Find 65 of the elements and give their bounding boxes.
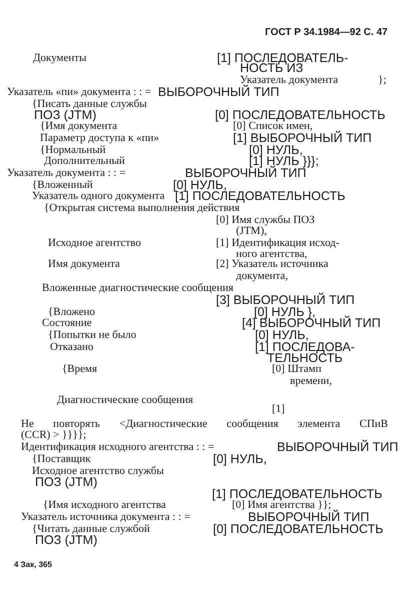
code-line: (CCR) > }}}}; (21, 430, 86, 440)
code-line: [0] ПОСЛЕДОВАТЕЛЬНОСТЬ (215, 110, 386, 120)
code-line: ТЕЛЬНОСТЬ (267, 352, 343, 364)
code-line: Дополнительный (44, 156, 125, 166)
code-line: Указатель «пи» документа : : = (7, 86, 152, 98)
code-line: [0] Список имен, (233, 120, 313, 132)
code-line: документа, (236, 270, 288, 282)
code-line: [4] ВЫБОРОЧНЫЙ ТИП (242, 318, 381, 328)
code-line: {Поставщик (32, 454, 91, 464)
code-line: Идентификация исходного агентства : : = (21, 442, 214, 452)
code-line: [1] ПОСЛЕДОВА- (255, 342, 355, 352)
code-line: Исходное агентство (48, 238, 141, 248)
code-line: [3] ВЫБОРОЧНЫЙ ТИП (216, 294, 355, 306)
code-line: ПОЗ (JTM) (35, 476, 98, 488)
code-line: ВЫБОРОЧНЫЙ ТИП (185, 168, 306, 178)
code-line: [0] Штамп (272, 364, 322, 374)
code-line: Вложенные диагностические сообщения (42, 282, 234, 294)
code-line: ПОЗ (JTM) (35, 534, 98, 546)
code-line: ного агентства, (236, 248, 308, 260)
code-line: [0] НУЛЬ, (255, 330, 309, 340)
code-line: }; (378, 74, 386, 86)
code-line: Документы (33, 52, 86, 64)
code-line: Состояние (42, 318, 92, 328)
code-line: Имя документа (48, 258, 120, 270)
code-line: (JTM), (236, 226, 267, 236)
code-line: [0] НУЛЬ, (173, 180, 227, 190)
code-line: Указатель документа : : = (7, 168, 126, 178)
page-header: ГОСТ Р 34.1984—92 С. 47 (265, 26, 388, 38)
code-line: {Открытая система выполнения действия (44, 202, 240, 214)
code-line: {Вложенный (32, 180, 93, 190)
code-line: ВЫБОРОЧНЫЙ ТИП (248, 512, 370, 522)
code-line: {Нормальный (40, 144, 106, 156)
code-line: [0] НУЛЬ, (213, 454, 267, 464)
code-line: {Попытки не было (48, 330, 136, 340)
code-line: {Имя документа (40, 120, 118, 132)
code-line: Не повторять <Диагностические сообщения элемента СПиВ (21, 418, 388, 430)
code-line: [0] Имя агентства }}; (232, 500, 332, 510)
code-line: Указатель документа (240, 74, 338, 86)
code-line: [1] ВЫБОРОЧНЫЙ ТИП (233, 132, 372, 144)
code-line: [1] ПОСЛЕДОВАТЕЛЬНОСТЬ (212, 488, 382, 500)
code-line: {Имя исходного агентства (43, 500, 166, 510)
code-line: ВЫБОРОЧНЫЙ ТИП (277, 442, 398, 452)
code-line: Указатель одного документа (32, 190, 165, 202)
code-line: времени, (290, 376, 332, 386)
code-line: Параметр доступа к «пи» (40, 132, 160, 144)
code-line: {Писать данные службы (32, 98, 147, 110)
code-line: ПОЗ (JTM) (34, 110, 96, 120)
code-line: [1] (272, 404, 285, 414)
code-line: [2] Указатель источника (216, 258, 328, 270)
code-line: [1] ПОСЛЕДОВАТЕЛЬ- (217, 52, 348, 64)
code-line: Исходное агентство службы (32, 466, 164, 476)
code-line: [1] НУЛЬ }}}; (249, 156, 319, 166)
code-line: Диагностические сообщения (57, 394, 194, 406)
code-line: [0] НУЛЬ }, (254, 306, 316, 318)
code-line: Отказано (50, 342, 94, 352)
code-line: {Читать данные службой (32, 524, 150, 534)
code-line: [0] НУЛЬ, (249, 144, 303, 156)
code-line: Указатель источника документа : : = (21, 512, 190, 522)
code-line: {Вложено (48, 306, 96, 318)
code-line: {Время (62, 364, 98, 374)
code-line: [0] Имя службы ПОЗ (216, 214, 315, 226)
code-line: [1] ПОСЛЕДОВАТЕЛЬНОСТЬ (175, 190, 346, 202)
code-line: [1] Идентификация исход- (216, 238, 340, 248)
page-footer-note: 4 Зак, 365 (14, 560, 52, 570)
code-line: [0] ПОСЛЕДОВАТЕЛЬНОСТЬ (213, 524, 384, 534)
